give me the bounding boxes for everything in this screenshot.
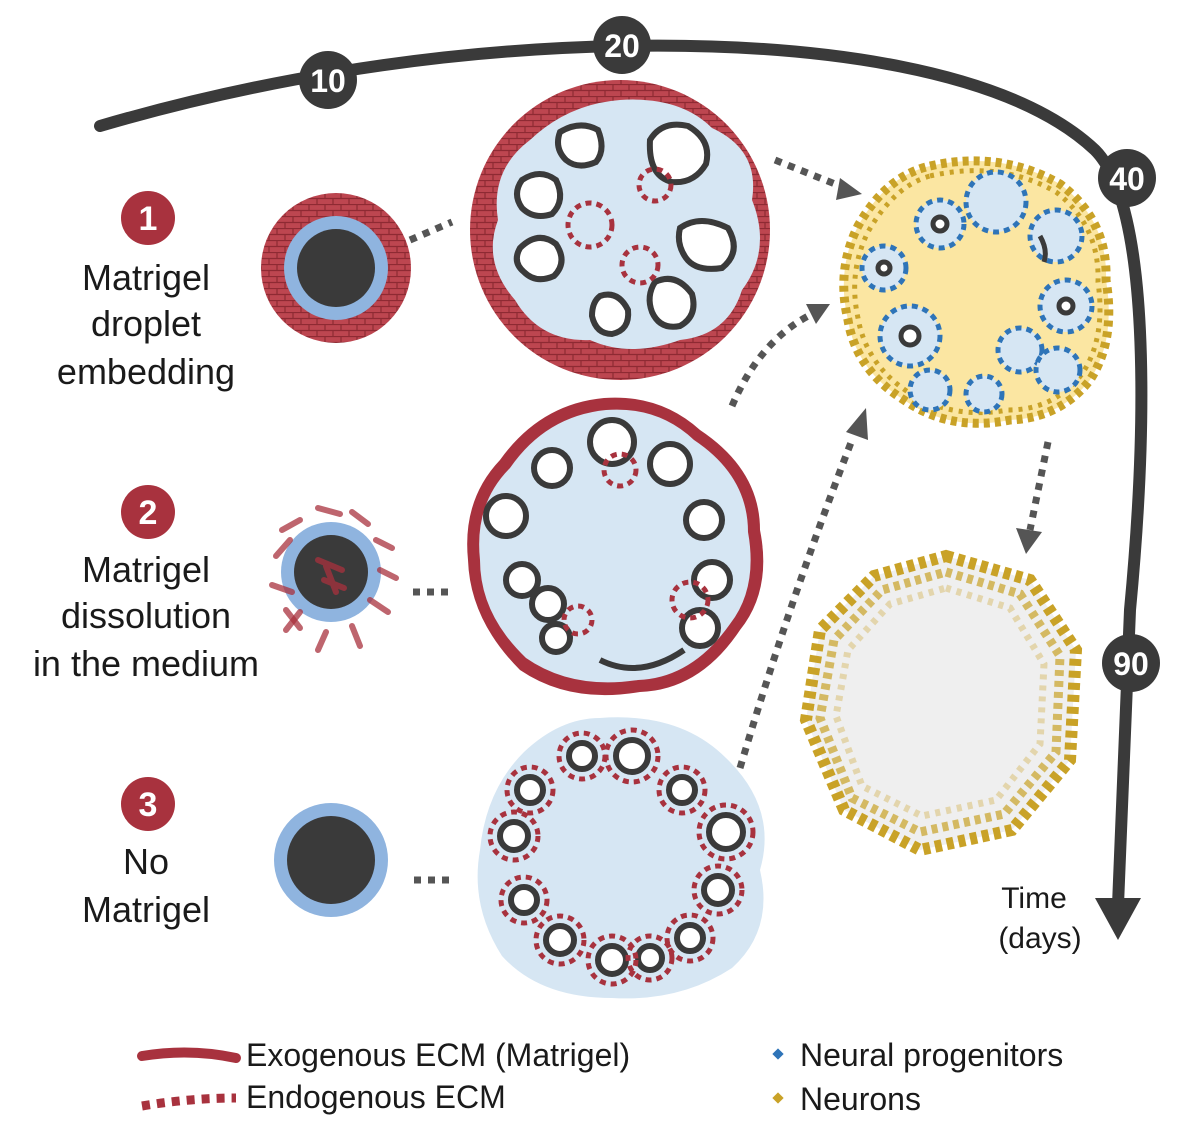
legend: Exogenous ECM (Matrigel) Endogenous ECM … [137,1037,1063,1117]
condition-2-line-3: in the medium [33,643,259,684]
condition-1-line-1: Matrigel [82,257,210,298]
arrow-day40-head [1016,528,1042,554]
condition-2-line-2: dissolution [61,595,231,636]
day-marker-10: 10 [299,51,357,109]
condition-2-number: 2 [139,494,158,532]
day-label-10: 10 [310,63,346,99]
organoid-day40 [839,156,1114,428]
connector-1 [408,218,454,244]
legend-exogenous: Exogenous ECM (Matrigel) [137,1037,630,1073]
day-marker-20: 20 [593,16,651,74]
arrow-day40-to-day90 [1026,441,1052,531]
condition-3-line-1: No [123,841,169,882]
day-marker-90: 90 [1102,634,1160,692]
day-marker-40: 40 [1098,149,1156,207]
embryoid-body-2 [269,505,399,653]
legend-progenitors: Neural progenitors [772,1037,1063,1073]
condition-2-label: 2 Matrigel dissolution in the medium [33,485,259,684]
condition-2-badge [121,485,175,539]
condition-1-line-2: droplet [91,303,201,344]
organoid-2-day20 [467,397,764,696]
legend-neurons-label: Neurons [800,1081,921,1117]
organoid-day90 [799,549,1083,857]
day-label-40: 40 [1109,161,1145,197]
embryoid-body-1 [261,193,411,343]
timeline: 10 20 40 90 Time (days) [94,16,1160,955]
condition-1-badge [121,191,175,245]
condition-2-line-1: Matrigel [82,549,210,590]
time-axis-unit: (days) [998,922,1081,955]
progenitor-marker [772,1048,784,1060]
neuron-marker [772,1092,784,1104]
arrow-row3-to-day40 [736,438,856,769]
legend-exogenous-label: Exogenous ECM (Matrigel) [246,1037,630,1073]
condition-1-number: 1 [139,200,158,238]
condition-3-badge [121,777,175,831]
organoid-3-day20 [477,717,765,999]
day-label-20: 20 [604,28,640,64]
legend-endogenous-label: Endogenous ECM [246,1079,506,1115]
organoid-1-day20 [470,80,770,380]
day-label-90: 90 [1113,646,1149,682]
arrow-row3-head [846,408,868,440]
legend-neurons: Neurons [772,1081,921,1117]
condition-1-line-3: embedding [57,351,235,392]
condition-3-line-2: Matrigel [82,889,210,930]
arrow-row1-head [836,178,862,200]
condition-1-label: 1 Matrigel droplet embedding [57,191,235,392]
timeline-arrowhead [1095,898,1141,940]
arrow-row2-head [806,304,830,324]
condition-3-number: 3 [139,786,158,824]
embryoid-body-3 [274,803,388,917]
legend-progenitors-label: Neural progenitors [800,1037,1063,1073]
arrow-row1-to-day40 [773,156,847,192]
arrow-row2-to-day40 [728,310,814,408]
legend-endogenous: Endogenous ECM [141,1079,506,1115]
condition-3-label: 3 No Matrigel [82,777,210,930]
time-axis-label: Time [1001,882,1067,915]
